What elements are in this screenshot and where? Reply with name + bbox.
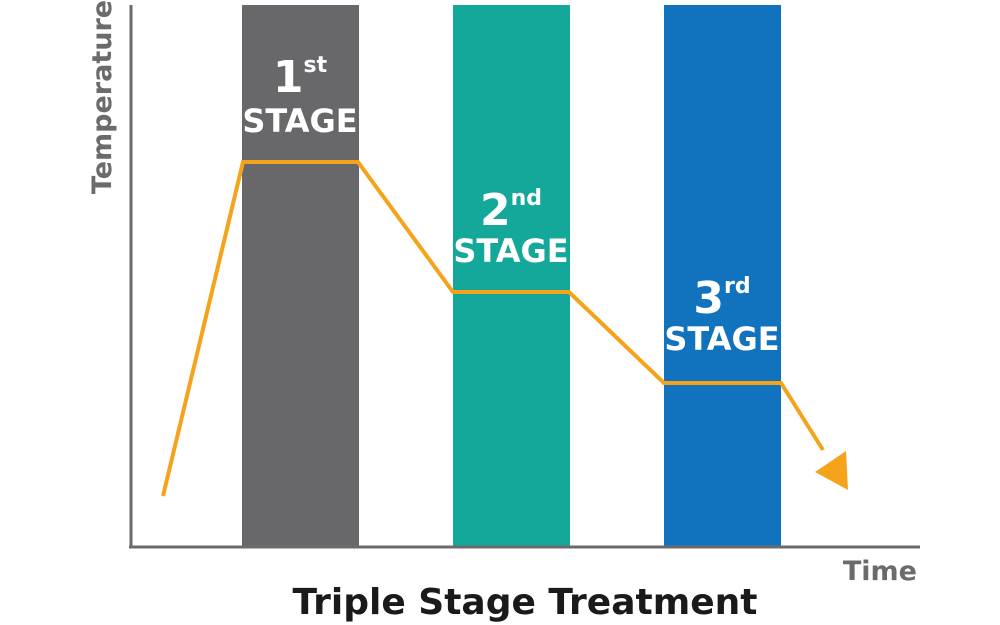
stage-3-suffix: rd	[724, 274, 751, 299]
stage-2-suffix: nd	[511, 186, 542, 211]
svg-text:3rd: 3rd	[693, 273, 750, 324]
stage-1-label: 1st STAGE	[242, 52, 357, 140]
stage-3-number: 3	[693, 273, 724, 324]
curve-arrowhead	[815, 451, 848, 490]
stage-1-suffix: st	[304, 53, 328, 78]
stage-2-label: 2nd STAGE	[453, 185, 568, 270]
temperature-curve	[161, 160, 825, 497]
stage-3-word: STAGE	[664, 320, 779, 358]
stage-1-bar	[242, 5, 359, 547]
diagram-title: Triple Stage Treatment	[293, 582, 758, 623]
svg-text:2nd: 2nd	[480, 185, 542, 236]
y-axis-label: Temperature	[87, 0, 118, 194]
stage-3-label: 3rd STAGE	[664, 273, 779, 358]
svg-text:1st: 1st	[273, 52, 328, 103]
stage-1-number: 1	[273, 52, 304, 103]
stage-3-bar	[664, 5, 781, 547]
stage-1-word: STAGE	[242, 102, 357, 140]
x-axis-label: Time	[843, 556, 917, 587]
stage-2-number: 2	[480, 185, 511, 236]
stage-2-word: STAGE	[453, 232, 568, 270]
stage-2-bar	[453, 5, 570, 547]
